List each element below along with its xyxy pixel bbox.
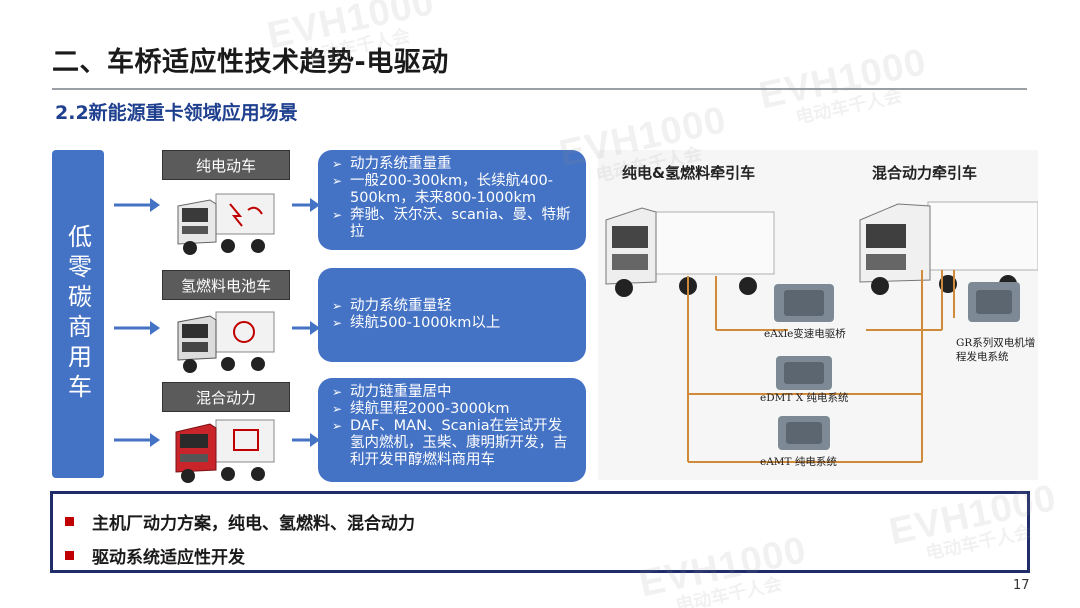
vertical-category-box: 低零碳商用车 [52, 150, 104, 478]
bullet-item: DAF、MAN、Scania在尝试开发氢内燃机，玉柴、康明斯开发，吉利开发甲醇燃… [332, 418, 576, 469]
bev-features-box: 动力系统重量重 一般200-300km，长续航400-500km，未来800-1… [318, 150, 586, 250]
fcev-features-box: 动力系统重量轻 续航500-1000km以上 [318, 268, 586, 362]
summary-text: 驱动系统适应性开发 [92, 548, 245, 568]
watermark-tagline: 电动车千人会 [673, 573, 784, 608]
bullet-item: 动力链重量居中 [332, 384, 576, 401]
electric-truck-icon [177, 193, 275, 255]
title-divider [52, 88, 1027, 90]
page-number: 17 [1013, 578, 1030, 593]
arrow-right-icon [292, 198, 320, 212]
bullet-item: 续航里程2000-3000km [332, 401, 576, 418]
category-label-hybrid: 混合动力 [162, 382, 290, 412]
eamt-component-label: eAMT 纯电系统 [760, 456, 837, 468]
summary-item: 驱动系统适应性开发 [65, 543, 245, 568]
category-label-fcev: 氢燃料电池车 [162, 270, 290, 300]
arrow-right-icon [114, 433, 160, 447]
bullet-item: 奔驰、沃尔沃、scania、曼、特斯拉 [332, 207, 576, 241]
bullet-item: 动力系统重量轻 [332, 298, 500, 315]
hybrid-truck-icon [175, 419, 275, 483]
red-square-bullet-icon [65, 551, 74, 560]
eaxle-component-label: eAxle变速电驱桥 [764, 328, 846, 340]
category-label-bev: 纯电动车 [162, 150, 290, 180]
bullet-item: 一般200-300km，长续航400-500km，未来800-1000km [332, 173, 576, 207]
arrow-right-icon [114, 198, 160, 212]
arrow-right-icon [292, 433, 320, 447]
arrow-right-icon [292, 321, 320, 335]
gr-component-label: GR系列双电机增程发电系统 [956, 337, 1036, 363]
hydrogen-truck-icon [177, 311, 275, 373]
watermark-brand: EVH1000 [755, 41, 931, 118]
page-title: 二、车桥适应性技术趋势-电驱动 [52, 47, 449, 78]
edmt-component-label: eDMT X 纯电系统 [760, 392, 849, 404]
tractor-illustration [605, 201, 1038, 463]
bullet-item: 动力系统重量重 [332, 156, 576, 173]
vertical-category-label: 低零碳商用车 [63, 224, 92, 404]
hybrid-features-box: 动力链重量居中 续航里程2000-3000km DAF、MAN、Scania在尝… [318, 378, 586, 482]
arrow-right-icon [114, 321, 160, 335]
section-subtitle: 2.2新能源重卡领域应用场景 [55, 102, 298, 124]
summary-box: 主机厂动力方案，纯电、氢燃料、混合动力 驱动系统适应性开发 [50, 491, 1030, 573]
hybrid-tractor-heading: 混合动力牵引车 [872, 164, 978, 182]
truck-powertrain-image: 纯电&氢燃料牵引车 混合动力牵引车 [598, 150, 1038, 480]
red-square-bullet-icon [65, 517, 74, 526]
summary-item: 主机厂动力方案，纯电、氢燃料、混合动力 [65, 509, 415, 534]
summary-text: 主机厂动力方案，纯电、氢燃料、混合动力 [92, 514, 415, 534]
bullet-item: 续航500-1000km以上 [332, 315, 500, 332]
bev-fcev-tractor-heading: 纯电&氢燃料牵引车 [622, 164, 756, 182]
